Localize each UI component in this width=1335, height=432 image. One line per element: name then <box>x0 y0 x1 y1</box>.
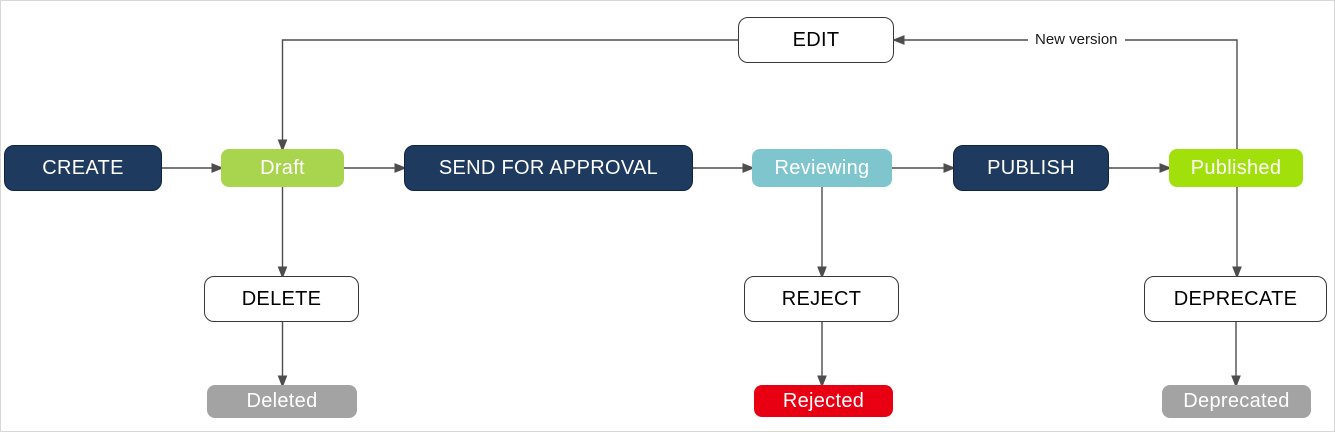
node-deprecate: DEPRECATE <box>1144 276 1327 322</box>
node-draft-label: Draft <box>260 156 305 179</box>
node-edit-label: EDIT <box>792 28 840 51</box>
edge-published-to-edit-new-version <box>892 35 1238 149</box>
node-create-label: CREATE <box>42 156 124 179</box>
node-send-for-approval: SEND FOR APPROVAL <box>404 145 693 191</box>
node-deleted-label: Deleted <box>246 390 318 412</box>
node-reviewing: Reviewing <box>752 149 892 187</box>
node-publish-label: PUBLISH <box>987 156 1075 179</box>
node-published-label: Published <box>1190 156 1282 179</box>
node-delete: DELETE <box>204 276 359 322</box>
node-delete-label: DELETE <box>241 287 322 310</box>
edge-label-new-version: New version <box>1028 31 1125 49</box>
node-rejected-label: Rejected <box>782 389 865 412</box>
node-edit: EDIT <box>738 17 894 63</box>
node-published: Published <box>1169 149 1303 187</box>
node-reject-label: REJECT <box>781 287 862 310</box>
node-reviewing-label: Reviewing <box>774 156 870 179</box>
node-publish: PUBLISH <box>953 145 1109 191</box>
node-deleted: Deleted <box>207 385 357 418</box>
node-rejected: Rejected <box>754 385 893 417</box>
node-deprecate-label: DEPRECATE <box>1173 287 1298 310</box>
node-send-for-approval-label: SEND FOR APPROVAL <box>438 156 659 179</box>
edge-edit-to-draft <box>277 39 738 152</box>
node-reject: REJECT <box>744 276 899 322</box>
node-deprecated: Deprecated <box>1162 385 1311 418</box>
node-draft: Draft <box>221 149 344 187</box>
node-create: CREATE <box>4 145 162 191</box>
node-deprecated-label: Deprecated <box>1183 390 1290 412</box>
